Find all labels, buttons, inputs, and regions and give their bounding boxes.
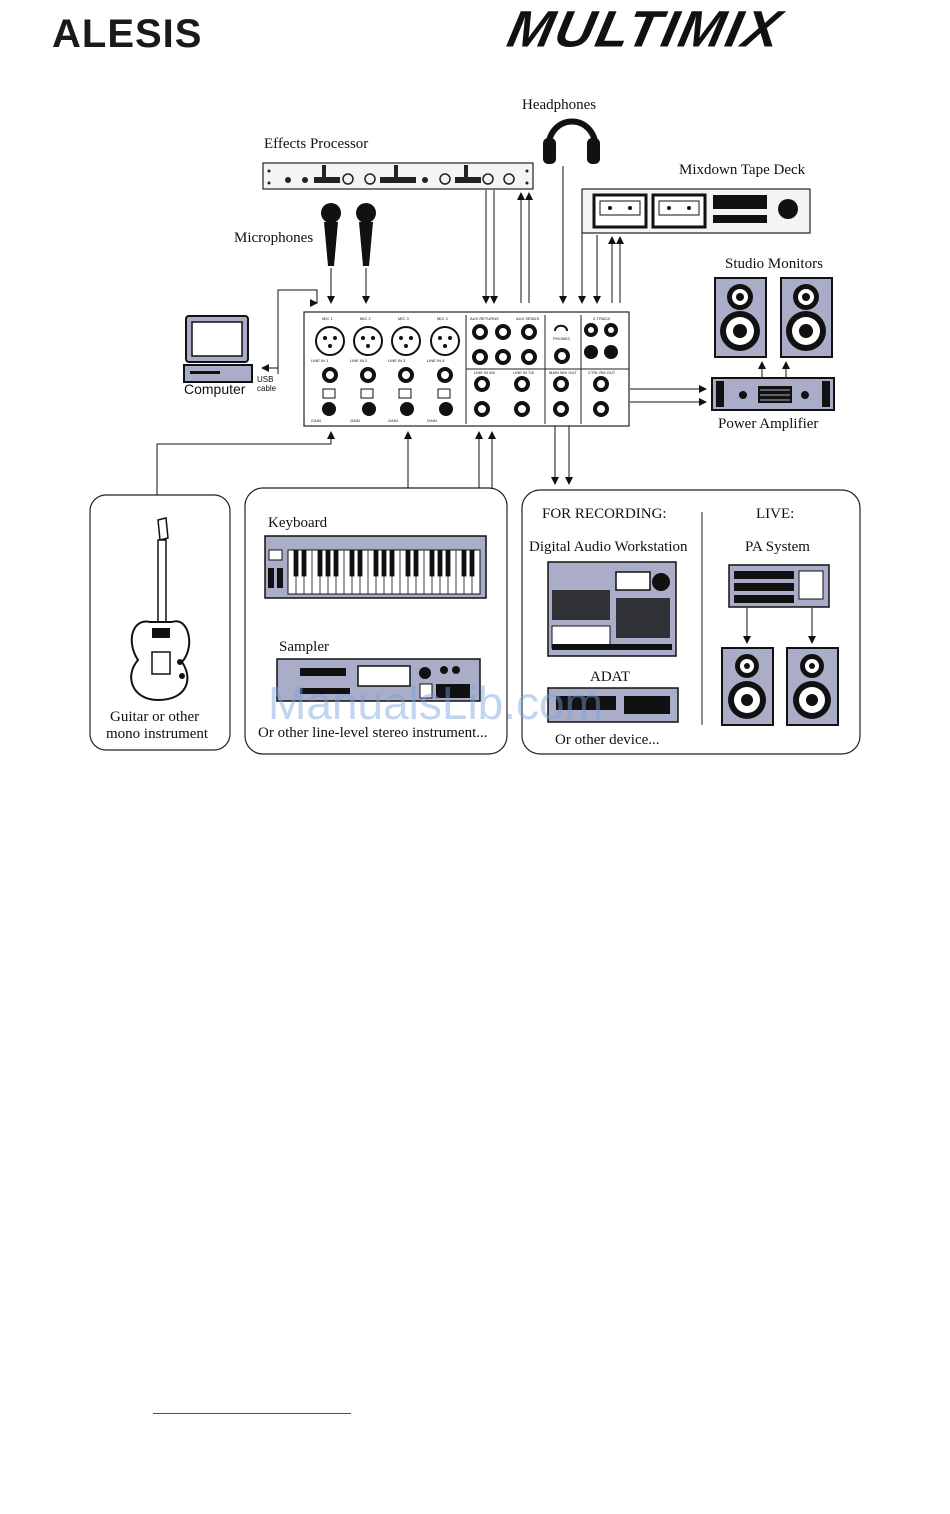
black-key — [373, 550, 379, 577]
black-key — [333, 550, 339, 577]
connection-lines — [156, 166, 816, 644]
two-track-label: 2-TRACK — [593, 316, 611, 321]
daw-device-icon — [547, 561, 677, 657]
pa-system-icon — [728, 564, 830, 608]
line-in-1-label: LINE IN 1 — [311, 358, 329, 363]
effects-processor-label: Effects Processor — [264, 136, 369, 152]
black-key — [445, 550, 451, 577]
keyboard-label: Keyboard — [268, 515, 328, 531]
line-level-note: Or other line-level stereo instrument... — [258, 725, 488, 741]
gain-label-4: GAIN — [427, 418, 437, 423]
pa-speaker-right — [786, 647, 839, 726]
headphones-icon — [543, 118, 600, 164]
keyboard-keys — [287, 550, 481, 594]
black-key — [317, 550, 323, 577]
aux-sends-label: AUX SENDS — [516, 316, 540, 321]
usb-cable-label: USB cable — [257, 375, 277, 393]
tape-deck-device — [581, 188, 811, 234]
black-key — [301, 550, 307, 577]
mic-4-label: MIC 4 — [437, 316, 448, 321]
studio-monitor-right — [780, 277, 833, 358]
gain-label-2: GAIN — [350, 418, 360, 423]
pa-speaker-left — [721, 647, 774, 726]
power-amplifier-label: Power Amplifier — [718, 416, 819, 432]
daw-label: Digital Audio Workstation — [529, 539, 688, 555]
guitar-label-line2: mono instrument — [106, 726, 209, 742]
mic-3-label: MIC 3 — [398, 316, 409, 321]
adat-label: ADAT — [590, 669, 630, 685]
mic-2-label: MIC 2 — [360, 316, 371, 321]
line-in-7-8-label: LINE IN 7/8 — [513, 370, 534, 375]
headphones-label: Headphones — [522, 97, 597, 113]
power-amplifier-device — [711, 377, 835, 411]
computer-icon — [183, 315, 253, 383]
microphones-icon — [321, 203, 376, 266]
black-key — [429, 550, 435, 577]
live-heading: LIVE: — [756, 506, 795, 522]
black-key — [389, 550, 395, 577]
aux-returns-label: AUX RETURNS — [470, 316, 499, 321]
pa-system-label: PA System — [745, 539, 810, 555]
black-key — [293, 550, 299, 577]
mic-1-label: MIC 1 — [322, 316, 333, 321]
line-in-3-label: LINE IN 3 — [388, 358, 406, 363]
for-recording-heading: FOR RECORDING: — [542, 506, 667, 522]
gain-label-1: GAIN — [311, 418, 321, 423]
footer-link[interactable] — [153, 1412, 351, 1414]
black-key — [469, 550, 475, 577]
studio-monitors-label: Studio Monitors — [725, 256, 823, 272]
keyboard-icon — [264, 535, 487, 599]
ctrl-rm-out-label: CTRL RM OUT — [588, 370, 616, 375]
microphones-label: Microphones — [234, 230, 314, 246]
line-in-4-label: LINE IN 4 — [427, 358, 445, 363]
line-in-5-6-label: LINE IN 5/6 — [474, 370, 495, 375]
gain-label-3: GAIN — [388, 418, 398, 423]
computer-label: Computer — [184, 381, 246, 397]
multimix-mixer — [303, 311, 630, 427]
black-key — [349, 550, 355, 577]
main-mix-out-label: MAIN MIX OUT — [549, 370, 577, 375]
black-key — [381, 550, 387, 577]
black-key — [437, 550, 443, 577]
instruments-box — [244, 487, 508, 755]
studio-monitor-left — [714, 277, 767, 358]
mixdown-tape-deck-label: Mixdown Tape Deck — [679, 162, 806, 178]
other-device-label: Or other device... — [555, 732, 660, 748]
effects-processor-device — [262, 162, 534, 190]
sampler-label: Sampler — [279, 639, 329, 655]
outputs-box — [521, 489, 861, 755]
guitar-icon — [130, 517, 191, 702]
phones-label: PHONES — [553, 336, 570, 341]
guitar-box — [89, 494, 231, 751]
adat-device-icon — [547, 687, 679, 723]
guitar-label-line1: Guitar or other — [110, 709, 200, 725]
sampler-icon — [276, 658, 481, 702]
line-in-2-label: LINE IN 2 — [350, 358, 368, 363]
black-key — [413, 550, 419, 577]
watermark: ManualsLib.com — [268, 677, 603, 729]
black-key — [461, 550, 467, 577]
alesis-logo: ALESIS — [52, 12, 203, 56]
black-key — [357, 550, 363, 577]
black-key — [405, 550, 411, 577]
black-key — [325, 550, 331, 577]
